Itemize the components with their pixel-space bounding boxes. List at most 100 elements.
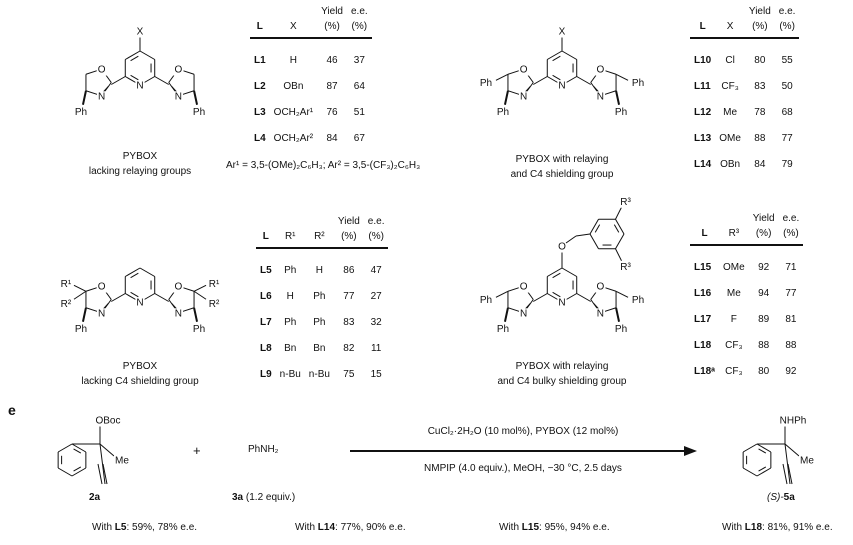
bond — [784, 443, 791, 485]
bond — [73, 448, 82, 454]
conditions-bottom: NMPIP (4.0 equiv.), MeOH, −30 °C, 2.5 da… — [424, 463, 622, 474]
bond — [742, 443, 758, 453]
table-cell: 77 — [785, 287, 797, 299]
column-header: e.e.(%) — [346, 4, 372, 39]
result-text: With — [295, 522, 318, 533]
table-cell: CF₃ — [725, 365, 743, 377]
column-header: R¹ — [275, 214, 305, 249]
label-mask — [173, 308, 184, 320]
caption-line: and C4 bulky shielding group — [497, 376, 627, 387]
bond — [589, 233, 599, 249]
bond — [73, 466, 82, 472]
column-header: e.e.(%) — [774, 4, 800, 39]
label-mask — [619, 196, 633, 208]
bond — [125, 50, 141, 60]
table-cell: OMe — [719, 132, 741, 144]
table-cell: 92 — [785, 365, 797, 377]
structure-2-caption: PYBOX with relaying and C4 shielding gro… — [462, 152, 662, 182]
phenyl-label: Ph — [497, 324, 509, 335]
ligand-id-cell: L16 — [694, 287, 712, 299]
result-L18: With L18: 81%, 91% e.e. — [722, 522, 833, 533]
atom-label: O — [597, 65, 605, 76]
label-mask — [96, 91, 107, 103]
label-mask — [518, 64, 529, 76]
table-cell: n-Bu — [308, 368, 330, 380]
ligand-id-cell: L5 — [260, 264, 272, 276]
label-mask — [595, 281, 606, 293]
atom-label: N — [520, 308, 527, 319]
bond — [99, 443, 106, 485]
table-cell: 47 — [370, 264, 382, 276]
bond — [130, 74, 139, 81]
bond — [594, 224, 601, 233]
table-cell: OCH₂Ar¹ — [273, 106, 314, 118]
result-ligand: L15 — [521, 522, 540, 533]
structure-1-caption: PYBOX lacking relaying groups — [40, 149, 240, 179]
panel-label: e — [8, 402, 16, 418]
label-mask — [191, 107, 207, 119]
bond — [71, 467, 87, 477]
table-cell: 46 — [326, 54, 338, 66]
table-cell: CF₃ — [721, 80, 739, 92]
label-mask — [613, 324, 629, 336]
column-header: L — [690, 4, 716, 39]
table-cell: 11 — [370, 342, 382, 354]
label-mask — [799, 455, 816, 467]
bond — [73, 290, 87, 300]
result-text: With — [92, 522, 115, 533]
r2-label: R² — [61, 299, 72, 310]
table-cell: OMe — [723, 261, 745, 273]
bond — [758, 448, 767, 454]
bond — [756, 467, 772, 477]
table-cell: 88 — [754, 132, 766, 144]
result-text: With — [499, 522, 522, 533]
bond — [111, 293, 126, 302]
bond — [615, 233, 625, 249]
table-cell: 55 — [781, 54, 793, 66]
table-cell: 92 — [758, 261, 770, 273]
result-L14: With L14: 77%, 90% e.e. — [295, 522, 406, 533]
label-mask — [557, 241, 568, 253]
footnote-ar-definitions: Ar¹ = 3,5-(OMe)₂C₆H₃; Ar² = 3,5-(CF₃)₂C₆… — [226, 160, 421, 171]
column-header: R³ — [719, 211, 749, 246]
table-cell: H — [286, 290, 294, 302]
bond — [561, 50, 577, 60]
label-mask — [135, 80, 145, 92]
label-mask — [518, 91, 529, 103]
column-header: Yield(%) — [317, 4, 347, 39]
r1-label: R¹ — [209, 279, 220, 290]
bond — [139, 50, 155, 60]
phenyl-label: Ph — [615, 107, 627, 118]
table-cell: Ph — [284, 316, 297, 328]
bond — [81, 307, 87, 322]
column-header: X — [269, 4, 318, 39]
result-L5: With L5: 59%, 78% e.e. — [92, 522, 197, 533]
atom-label: N — [520, 91, 527, 102]
result-L15: With L15: 95%, 94% e.e. — [499, 522, 610, 533]
r3-label: R³ — [620, 197, 631, 208]
r2-label: R² — [209, 299, 220, 310]
reagent-aniline: PhNH₂ — [248, 444, 279, 455]
bond — [615, 307, 621, 322]
reagent-label-bold: 3a — [232, 492, 244, 503]
reagent-label: 3a (1.2 equiv.) — [232, 492, 295, 503]
column-header: X — [715, 4, 745, 39]
ligand-id-cell: L15 — [694, 261, 712, 273]
table-cell: 88 — [785, 339, 797, 351]
result-text: : 95%, 94% e.e. — [539, 522, 610, 533]
bond — [561, 267, 577, 277]
bond — [533, 76, 548, 85]
bond — [193, 90, 199, 105]
table-cell: 78 — [754, 106, 766, 118]
table-cell: 94 — [758, 287, 770, 299]
caption-line: lacking relaying groups — [88, 166, 192, 177]
phenyl-label: Ph — [615, 324, 627, 335]
